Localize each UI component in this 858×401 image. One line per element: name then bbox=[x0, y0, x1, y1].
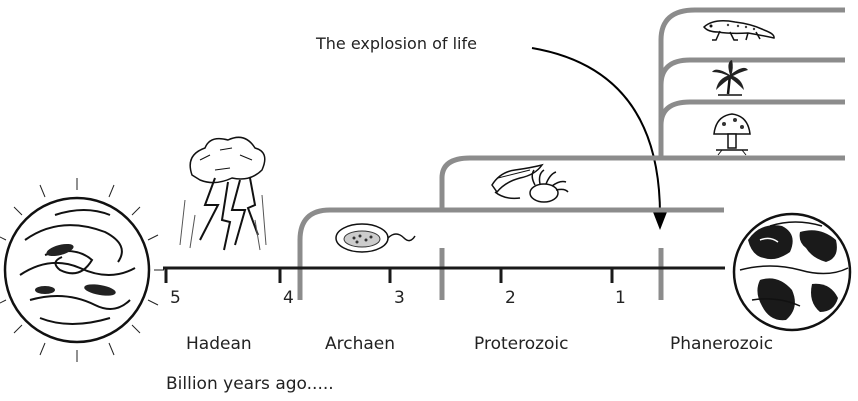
sea-anemone-icon bbox=[492, 165, 568, 202]
single-cell-icon bbox=[336, 224, 415, 252]
lightning-storm-icon bbox=[180, 137, 266, 250]
axis-ticks bbox=[166, 268, 612, 283]
branch-fungi bbox=[661, 102, 845, 125]
tick-label-1: 1 bbox=[615, 288, 626, 308]
mushroom-icon bbox=[714, 114, 750, 155]
eon-label-phanerozoic: Phanerozoic bbox=[670, 334, 773, 354]
axis-caption: Billion years ago..... bbox=[166, 374, 334, 394]
eon-label-proterozoic: Proterozoic bbox=[474, 334, 569, 354]
eon-label-hadean: Hadean bbox=[186, 334, 252, 354]
palm-tree-icon bbox=[712, 60, 748, 95]
tick-label-3: 3 bbox=[394, 288, 405, 308]
tick-label-2: 2 bbox=[505, 288, 516, 308]
tick-label-5: 5 bbox=[170, 288, 181, 308]
modern-earth-icon bbox=[734, 214, 850, 330]
annotation-arrowhead bbox=[653, 212, 667, 230]
explosion-annotation: The explosion of life bbox=[315, 34, 477, 53]
early-earth-icon bbox=[0, 178, 164, 362]
branch-plants bbox=[661, 60, 845, 85]
eon-label-archaen: Archaen bbox=[325, 334, 395, 354]
tick-label-4: 4 bbox=[283, 288, 294, 308]
lizard-icon bbox=[704, 21, 774, 40]
eon-boundaries bbox=[300, 248, 661, 300]
